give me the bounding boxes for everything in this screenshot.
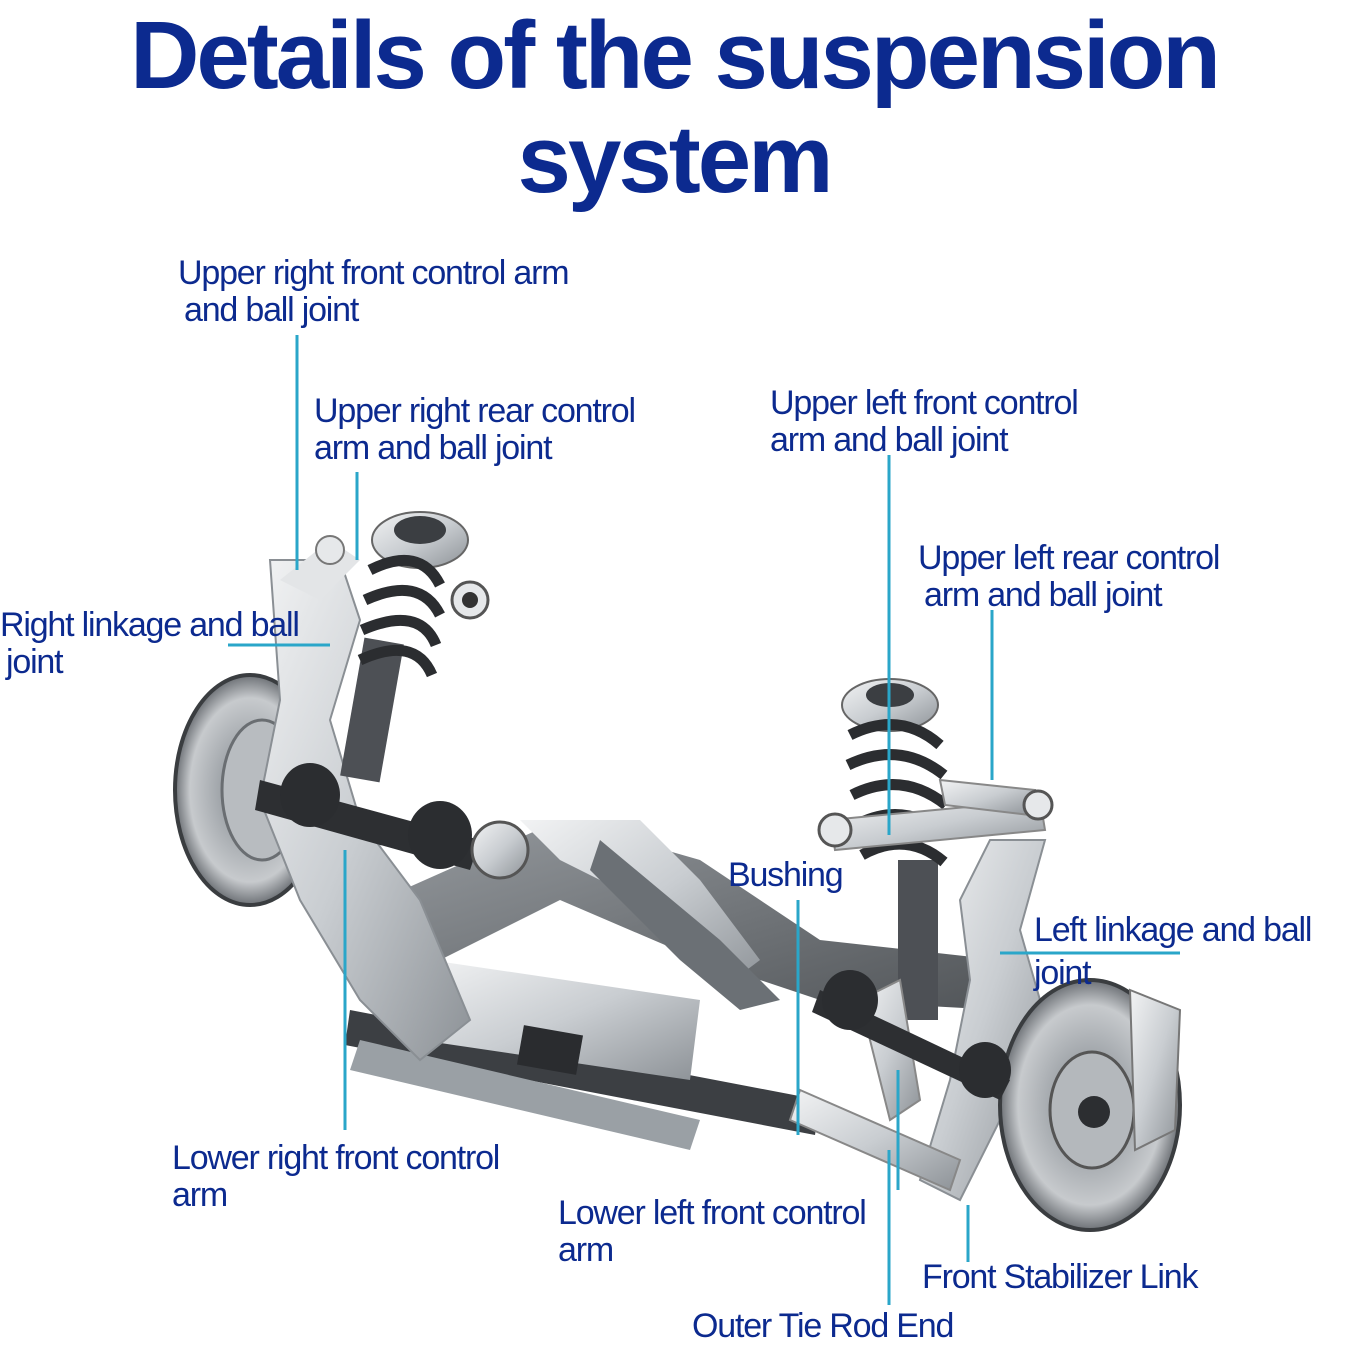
left-upper-arms — [817, 778, 1054, 852]
page-title: Details of the suspension system — [0, 0, 1348, 212]
label-upper-left-front: Upper left front control arm and ball jo… — [770, 384, 1079, 459]
label-right-linkage: Right linkage and ball joint — [0, 606, 300, 681]
title-line-1: Details of the suspension — [130, 2, 1221, 109]
title-line-2: system — [517, 106, 834, 213]
label-upper-left-rear: Upper left rear control arm and ball joi… — [918, 539, 1220, 614]
left-lower-arm — [788, 978, 962, 1192]
label-bushing: Bushing — [728, 856, 844, 894]
right-coil-spring — [357, 554, 445, 678]
subframe — [380, 820, 1000, 1010]
label-upper-right-front: Upper right front control arm and ball j… — [178, 254, 570, 329]
label-outer-tie-rod: Outer Tie Rod End — [692, 1307, 954, 1345]
label-left-linkage: Left linkage and ball joint — [1034, 911, 1312, 992]
left-knuckle — [918, 839, 1047, 1202]
label-upper-right-rear: Upper right rear control arm and ball jo… — [314, 392, 636, 467]
right-strut — [340, 511, 469, 783]
label-lower-left-front: Lower left front control arm — [558, 1194, 867, 1269]
left-driveshaft — [812, 970, 1011, 1100]
right-driveshaft — [255, 763, 530, 880]
label-lower-right-front: Lower right front control arm — [172, 1139, 500, 1214]
steering-rack — [345, 960, 820, 1150]
leader-lines — [228, 335, 1180, 1305]
label-front-stabilizer: Front Stabilizer Link — [922, 1258, 1198, 1296]
left-brake-disc — [998, 978, 1182, 1232]
